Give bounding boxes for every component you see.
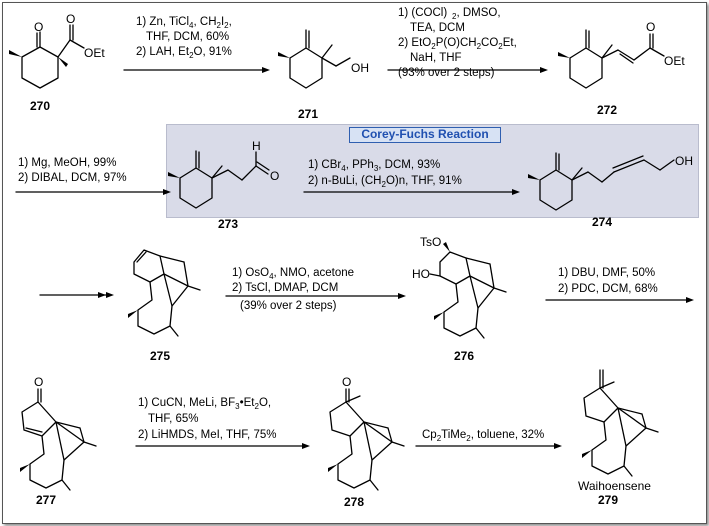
svg-text:2) LiHMDS, MeI, THF, 75%: 2) LiHMDS, MeI, THF, 75% xyxy=(138,429,276,441)
compound-273-label: 273 xyxy=(218,217,238,231)
atom-o: O xyxy=(270,169,279,183)
step-4-conditions: 1) CBr4, PPh3, DCM, 93% 2) n-BuLi, (CH2O… xyxy=(308,159,462,189)
svg-text:(93% over 2 steps): (93% over 2 steps) xyxy=(398,67,495,79)
svg-text:2) PDC, DCM, 68%: 2) PDC, DCM, 68% xyxy=(558,283,658,295)
svg-text:1) OsO4, NMO, acetone: 1) OsO4, NMO, acetone xyxy=(232,267,354,281)
svg-text:1) CBr4, PPh3, DCM, 93%: 1) CBr4, PPh3, DCM, 93% xyxy=(308,159,440,173)
atom-o: O xyxy=(34,375,43,389)
svg-text:TEA, DCM: TEA, DCM xyxy=(410,22,465,34)
atom-ho: HO xyxy=(412,267,430,281)
svg-text:1) Mg, MeOH, 99%: 1) Mg, MeOH, 99% xyxy=(18,157,116,169)
compound-275-label: 275 xyxy=(150,349,170,363)
atom-o: O xyxy=(342,375,351,389)
corey-fuchs-title: Corey-Fuchs Reaction xyxy=(349,127,501,143)
atom-o: O xyxy=(34,20,43,34)
svg-text:2) EtO2P(O)CH2CO2Et,: 2) EtO2P(O)CH2CO2Et, xyxy=(398,37,517,51)
compound-277-label: 277 xyxy=(36,493,56,507)
svg-text:THF, DCM, 60%: THF, DCM, 60% xyxy=(146,31,229,43)
svg-text:2) TsCl, DMAP, DCM: 2) TsCl, DMAP, DCM xyxy=(232,282,338,294)
svg-text:2) n-BuLi, (CH2O)n, THF, 91%: 2) n-BuLi, (CH2O)n, THF, 91% xyxy=(308,175,462,189)
svg-text:2) LAH, Et2O, 91%: 2) LAH, Et2O, 91% xyxy=(136,46,232,60)
compound-279-name: Waihoensene xyxy=(578,479,651,493)
atom-o: O xyxy=(66,12,75,26)
svg-text:2, DMSO,: 2, DMSO, xyxy=(452,7,501,21)
step-6-conditions: 1) DBU, DMF, 50% 2) PDC, DCM, 68% xyxy=(558,267,658,295)
compound-275-structure xyxy=(128,249,201,337)
atom-tso: TsO xyxy=(420,235,441,249)
svg-text:THF, 65%: THF, 65% xyxy=(148,413,199,425)
compound-270-structure: O O OEt xyxy=(9,12,105,89)
compound-277-structure: O xyxy=(20,375,97,491)
atom-oet: OEt xyxy=(84,46,105,60)
compound-278-label: 278 xyxy=(344,495,364,509)
compound-271-structure: OH xyxy=(278,29,369,89)
atom-oh: OH xyxy=(351,61,369,75)
compound-274-label: 274 xyxy=(592,215,612,229)
compound-276-structure: TsO HO xyxy=(412,235,507,339)
svg-text:Cp2TiMe2, toluene, 32%: Cp2TiMe2, toluene, 32% xyxy=(422,429,544,443)
atom-h: H xyxy=(252,139,261,153)
step-8-conditions: Cp2TiMe2, toluene, 32% xyxy=(422,429,544,443)
svg-text:1) Zn, TiCl4, CH2I2,: 1) Zn, TiCl4, CH2I2, xyxy=(136,16,232,30)
compound-279-label: 279 xyxy=(598,493,618,507)
compound-276-label: 276 xyxy=(454,349,474,363)
step-1-conditions: 1) Zn, TiCl4, CH2I2, THF, DCM, 60% 2) LA… xyxy=(136,16,232,60)
compound-274-structure: OH xyxy=(528,152,693,211)
svg-text:2) DIBAL, DCM, 97%: 2) DIBAL, DCM, 97% xyxy=(18,172,127,184)
step-2-conditions: 1) (COCl) 2, DMSO, TEA, DCM 2) EtO2P(O)C… xyxy=(398,7,517,79)
atom-o: O xyxy=(646,20,655,34)
compound-273-structure: O H xyxy=(168,139,279,209)
svg-text:1) DBU, DMF, 50%: 1) DBU, DMF, 50% xyxy=(558,267,655,279)
compound-270-label: 270 xyxy=(30,99,50,113)
svg-text:(39% over 2 steps): (39% over 2 steps) xyxy=(240,300,337,312)
step-5-conditions: 1) OsO4, NMO, acetone 2) TsCl, DMAP, DCM… xyxy=(232,267,354,312)
atom-oh: OH xyxy=(675,154,693,168)
atom-oet: OEt xyxy=(664,54,685,68)
compound-278-structure: O xyxy=(328,375,405,491)
compound-271-label: 271 xyxy=(298,107,318,121)
compound-279-structure xyxy=(582,369,659,477)
compound-272-structure: O OEt xyxy=(558,20,685,89)
svg-text:1) CuCN, MeLi, BF3•Et2O,: 1) CuCN, MeLi, BF3•Et2O, xyxy=(138,397,271,411)
step-3-conditions: 1) Mg, MeOH, 99% 2) DIBAL, DCM, 97% xyxy=(18,157,127,184)
svg-text:1) (COCl): 1) (COCl) xyxy=(398,7,447,19)
step-7-conditions: 1) CuCN, MeLi, BF3•Et2O, THF, 65% 2) LiH… xyxy=(138,397,276,441)
compound-272-label: 272 xyxy=(597,103,617,117)
svg-text:NaH, THF: NaH, THF xyxy=(410,52,462,64)
